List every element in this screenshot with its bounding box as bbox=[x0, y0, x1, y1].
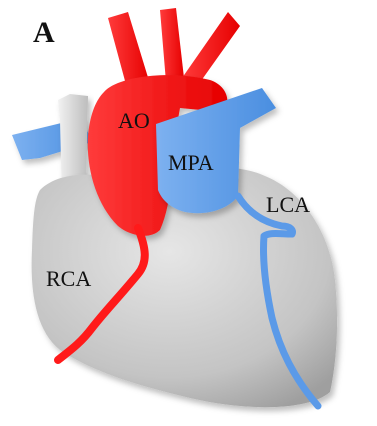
mpa-label: MPA bbox=[168, 150, 214, 175]
rca-label: RCA bbox=[46, 266, 91, 291]
lca-label: LCA bbox=[266, 192, 310, 217]
aorta-branch-carotid bbox=[160, 8, 184, 82]
panel-label: A bbox=[33, 16, 55, 49]
ao-label: AO bbox=[118, 108, 150, 133]
